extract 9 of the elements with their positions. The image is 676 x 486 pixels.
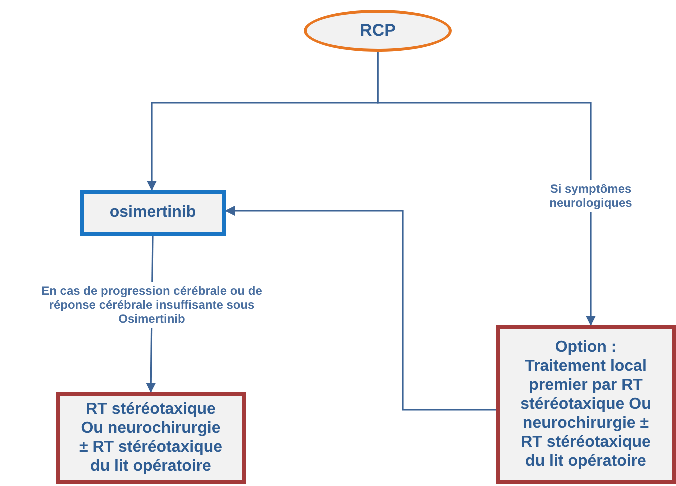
connector-arrow	[377, 52, 596, 326]
process-box	[56, 392, 246, 484]
connector-arrow	[225, 206, 496, 411]
node-text: RT stéréotaxique Ou neurochirurgie ± RT stéréotaxique du lit opératoire	[78, 400, 224, 476]
node-text: osimertinib	[110, 204, 196, 222]
node-text: RCP	[360, 21, 396, 41]
process-box	[80, 190, 226, 236]
node-text: Option : Traitement local premier par RT stéréotaxique Ou neurochirurgie ± RT stéréotaxique du lit opératoire	[520, 338, 652, 471]
process-box	[496, 325, 676, 484]
